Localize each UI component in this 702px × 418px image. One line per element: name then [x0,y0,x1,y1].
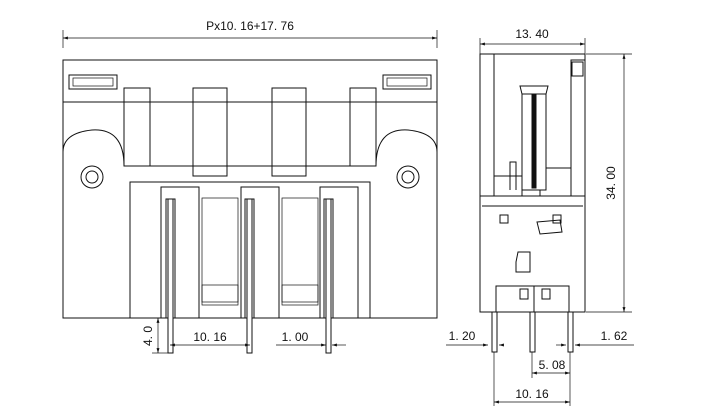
side-height-label: 34. 00 [604,166,618,200]
side-right-offset-label: 1. 62 [601,329,628,343]
front-view: Px10. 16+17. 76 [62,19,438,354]
wire-entry-1 [192,87,228,177]
front-pin-2 [244,198,255,354]
pin-thickness-label: 1. 00 [282,330,309,344]
pin-length-label: 4. 0 [141,326,155,346]
top-slot-left [68,74,118,90]
side-pin-right [567,311,574,353]
side-pin-middle [529,311,536,353]
top-slot-right [382,74,432,90]
front-width-label: Px10. 16+17. 76 [206,19,294,33]
side-width-label: 13. 40 [515,27,549,41]
right-corner-curve [375,129,438,167]
front-pin-3 [323,198,334,354]
front-pin-1 [165,198,176,354]
mount-hole-right [396,165,420,189]
side-view: 13. 40 34. 00 1. [446,27,634,406]
mount-hole-left [80,165,104,189]
side-left-offset-label: 1. 20 [449,329,476,343]
pin-well-3 [319,186,359,319]
left-corner-curve [62,129,125,167]
pin-well-2 [240,186,280,319]
side-pin-left [491,311,498,353]
side-small-spacing-label: 5. 08 [539,358,566,372]
side-latch [536,219,563,235]
pin-well-1 [160,186,200,319]
side-large-spacing-label: 10. 16 [515,387,549,401]
pitch-label: 10. 16 [193,330,227,344]
wire-entry-2 [271,87,307,177]
